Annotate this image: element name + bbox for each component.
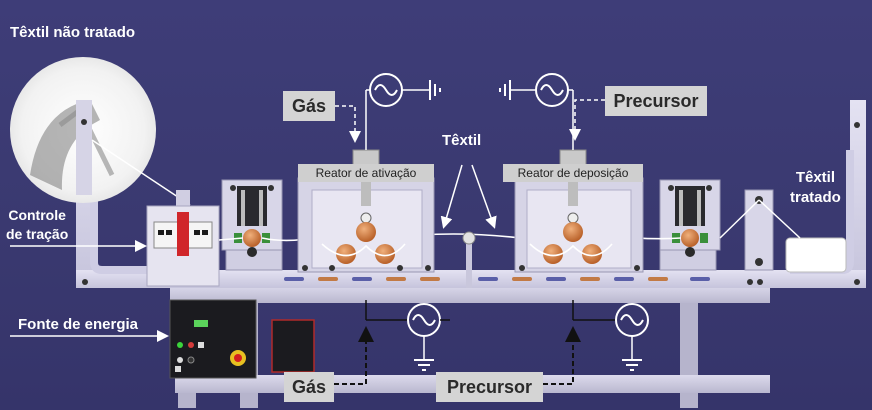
precursor-label-top: Precursor — [605, 86, 707, 116]
textile-label: Têxtil — [442, 132, 482, 149]
secondary-cabinet — [271, 319, 315, 373]
untreated-textile-roll — [10, 57, 191, 206]
ac-source-icon — [365, 300, 450, 360]
deposition-reactor — [514, 149, 644, 273]
tension-control-unit — [146, 190, 220, 287]
gas-label-top: Gás — [283, 91, 335, 121]
conveyor-slots — [284, 277, 710, 281]
ground-icon — [414, 359, 434, 371]
tension-control-label: Controle de tração — [6, 207, 69, 242]
untreated-textile-label: Têxtil não tratado — [10, 24, 136, 41]
deposition-reactor-label: Reator de deposição — [503, 164, 643, 182]
ac-source-icon — [572, 300, 649, 360]
activation-reactor — [297, 149, 435, 273]
treated-textile-label: Têxtil tratado — [790, 169, 841, 206]
ac-source-icon — [365, 73, 430, 150]
center-guide-post — [462, 231, 476, 288]
right-roller-assembly — [659, 179, 721, 271]
power-source-label: Fonte de energia — [18, 316, 139, 333]
gas-label-bottom: Gás — [284, 372, 334, 402]
ground-icon — [622, 359, 642, 371]
power-source-cabinet — [169, 299, 257, 379]
precursor-inlet-arrow-bottom — [543, 326, 581, 385]
treated-textile-output — [719, 189, 847, 273]
precursor-inlet-arrow-top — [569, 99, 605, 141]
activation-reactor-label: Reator de ativação — [298, 164, 434, 182]
gas-inlet-arrow-top — [335, 105, 361, 143]
emergency-stop-icon — [230, 350, 246, 366]
ground-icon — [429, 80, 441, 100]
textile-pointer-arrows — [440, 164, 497, 229]
ac-source-icon — [510, 73, 574, 150]
ground-icon — [499, 80, 511, 100]
left-roller-assembly — [221, 179, 283, 271]
precursor-label-bottom: Precursor — [436, 372, 543, 402]
gas-inlet-arrow-bottom — [334, 326, 374, 385]
